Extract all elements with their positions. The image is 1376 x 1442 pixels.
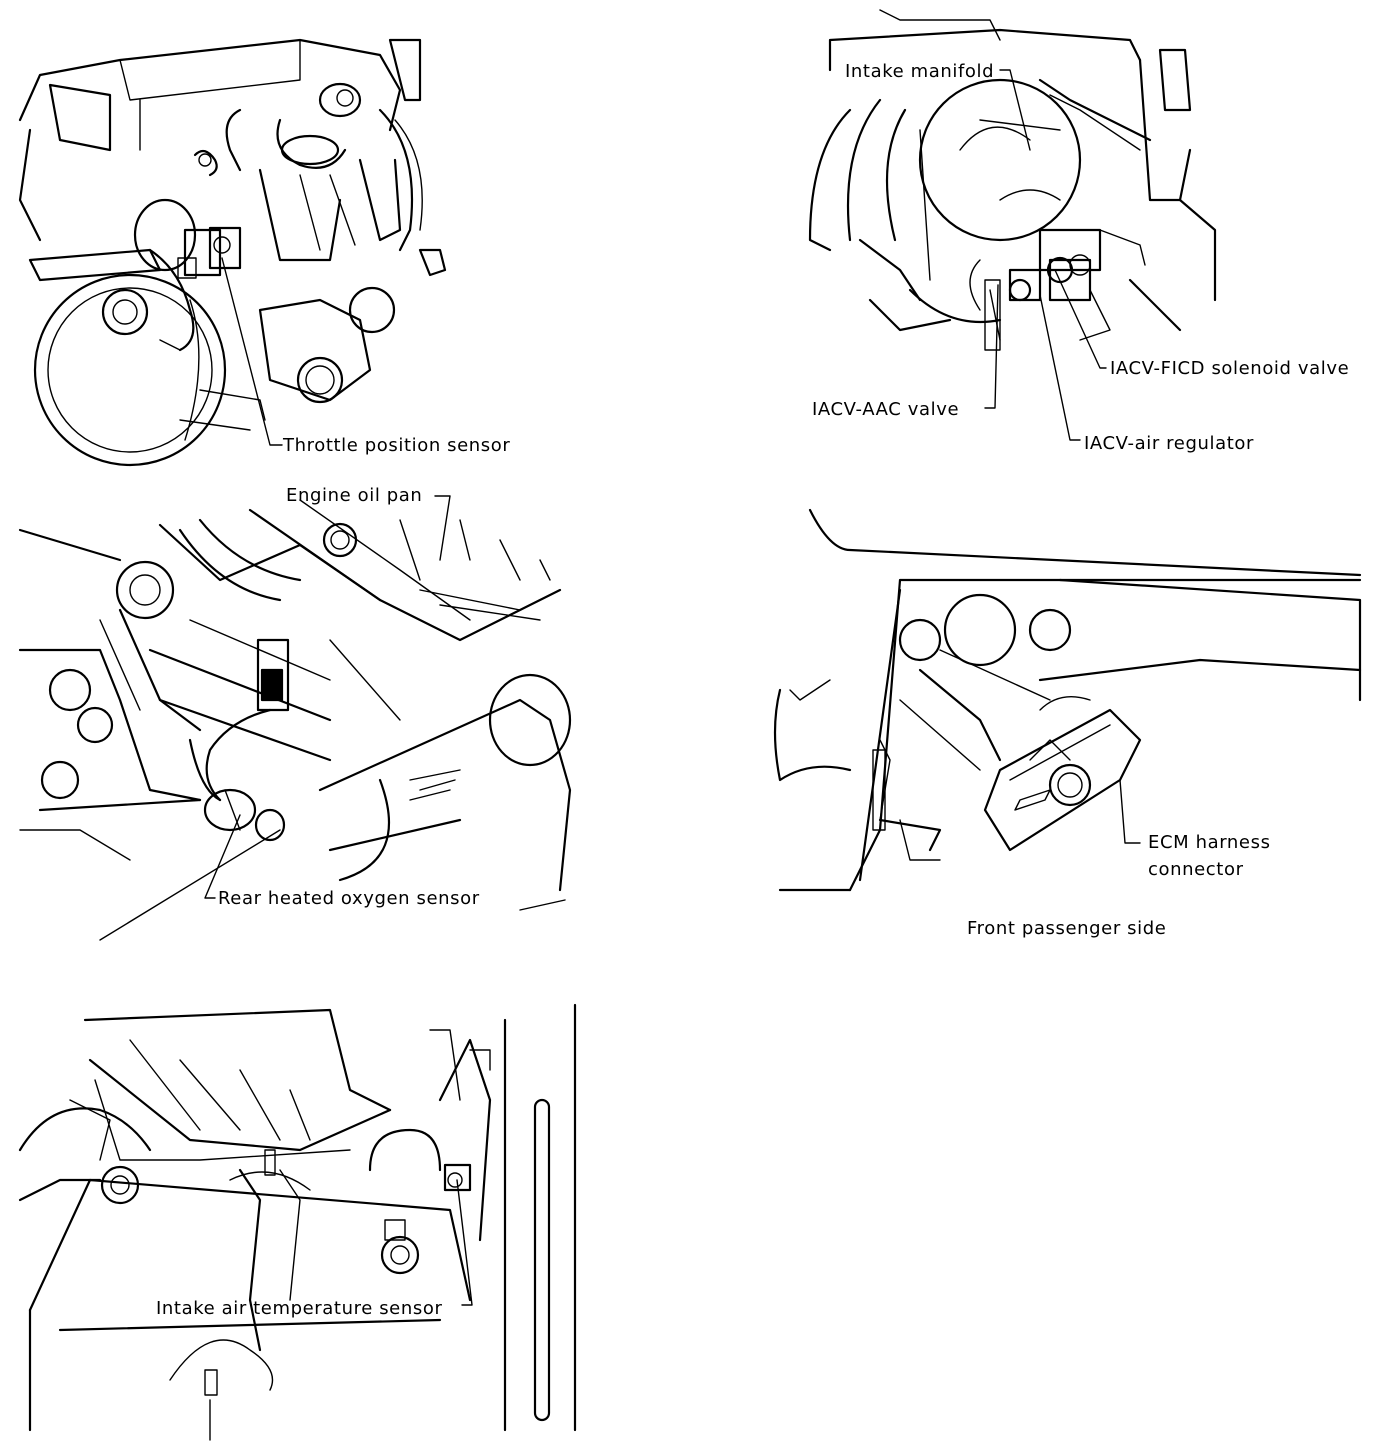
ecm-harness-connector-label-line1: ECM harness (1148, 832, 1271, 853)
iacv-ficd-solenoid-valve-label: IACV-FICD solenoid valve (1110, 358, 1350, 379)
engine-drawing-oxygen-sensor (18, 495, 572, 941)
dashboard-drawing-ecm (773, 508, 1362, 892)
engine-drawing-intake-manifold (808, 9, 1217, 441)
iacv-aac-valve-label: IACV-AAC valve (812, 399, 960, 420)
ecm-harness-connector-label-line2: connector (1148, 859, 1244, 880)
intake-manifold-label: Intake manifold (845, 61, 995, 82)
throttle-position-sensor-label: Throttle position sensor (283, 435, 511, 456)
engine-drawing-intake-air (18, 1003, 577, 1441)
front-passenger-side-caption: Front passenger side (967, 918, 1167, 939)
rear-heated-oxygen-sensor-label: Rear heated oxygen sensor (218, 888, 480, 909)
engine-oil-pan-label: Engine oil pan (286, 485, 423, 506)
engine-drawing-throttle (18, 38, 447, 467)
iacv-air-regulator-label: IACV-air regulator (1084, 433, 1254, 454)
intake-air-temperature-sensor-label: Intake air temperature sensor (156, 1298, 443, 1319)
